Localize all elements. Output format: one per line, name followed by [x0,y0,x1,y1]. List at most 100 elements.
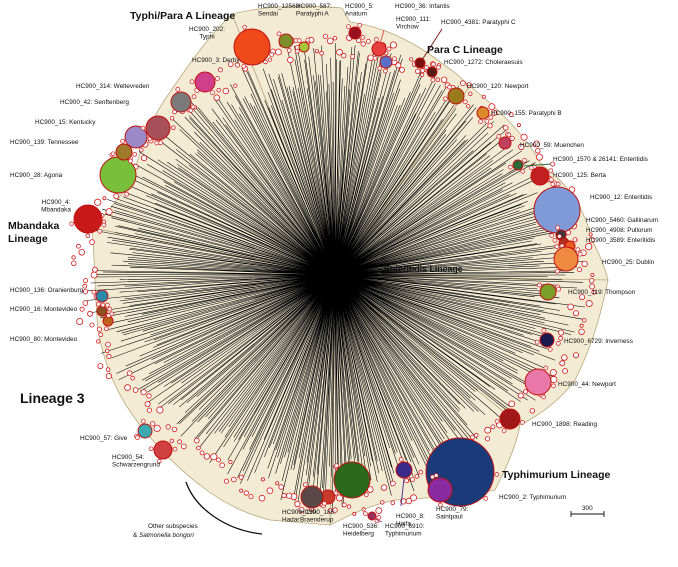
leaf-node [591,289,597,295]
cluster-label-line: Heidelberg [343,531,374,538]
leaf-node [367,54,374,61]
cluster-label-line: HC900_136: Oranienburg [10,287,84,294]
leaf-node [227,61,234,68]
cluster-label-montevideo80: HC900_80: Montevideo [10,336,78,343]
leaf-node [281,492,287,499]
leader-typhimurium6910 [372,517,383,523]
cluster-satellite-node [294,48,300,54]
cluster-label-saintpaul: HC900_79:Saintpaul [436,506,469,521]
cluster-label-berta: HC900_125: Berta [553,172,606,179]
leaf-node [418,469,424,475]
cluster-label-line: Typhi [199,34,214,41]
cluster-satellite-node [138,147,144,153]
cluster-satellite-node [132,151,138,157]
lineage-title-typhimurium: Typhimurium Lineage [502,469,610,481]
cluster-label-newport44: HC900_44: Newport [558,381,616,388]
leaf-node [146,407,152,413]
cluster-label-line: HC900_3: Derby [192,57,240,64]
cluster-satellite-node [188,108,194,113]
leaf-node [408,57,414,62]
cluster-label-pullorum: HC900_4908: Pullorum [586,227,652,234]
cluster-label-line: HC900_36: Infantis [395,3,450,10]
leaf-node [346,504,352,509]
cluster-node-kentucky [124,125,148,149]
cluster-satellite-node [549,177,554,183]
cluster-satellite-node [382,68,388,74]
leaf-node [410,477,415,482]
leaf-node [550,375,558,384]
leaf-node [481,94,486,99]
cluster-label-line: Virchow [396,24,419,31]
cluster-satellite-node [547,347,553,352]
leaf-node [555,340,561,346]
lineage-title-3: Lineage 3 [20,390,85,406]
leaf-node [87,310,93,317]
lineage-titles: Typhi/Para A Lineage Para C Lineage Mban… [8,10,610,481]
cluster-label-oranienburg: HC900_136: Oranienburg [10,287,84,294]
cluster-node-derby [194,71,216,93]
cluster-satellite-node [386,46,392,52]
leaf-node [156,406,164,414]
lineage-title-mbandaka-2: Lineage [8,233,48,245]
leaf-node [561,354,568,361]
leaf-node [573,352,580,359]
cluster-satellite-node [128,158,133,164]
cluster-label-line: HC900_12: Enteritidis [590,194,652,201]
cluster-label-line: HC900_536: [343,523,379,530]
cluster-label-line: HC900_3589: Enteritidis [586,237,655,244]
leaf-node [97,363,104,370]
leaf-node [150,421,156,427]
leaf-node [473,432,479,438]
cluster-satellite-node [322,501,327,506]
leaf-node [414,474,420,479]
leaf-node [106,353,112,359]
cluster-label-line: HC900_42: Senftenberg [60,99,129,106]
leaf-node [228,459,233,465]
leaf-node [92,266,98,273]
cluster-label-line: HC900_5: [345,3,374,10]
leaf-node [410,494,418,502]
cluster-satellite-node [484,118,490,124]
cluster-label-hadar: HC900_159:Hadar [282,509,318,524]
cluster-label-enteritidis12: HC900_12: Enteritidis [590,194,652,201]
leaf-node [589,283,595,290]
cluster-satellite-node [120,138,125,144]
outgroup-arc [185,481,263,535]
leaf-node [484,426,492,434]
leaf-node [216,457,222,463]
cluster-satellite-node [522,158,527,163]
cluster-label-line: HC900_1898: Reading [532,421,597,428]
cluster-label-line: Schwarzengrund [112,462,160,469]
leaf-node [415,68,421,74]
cluster-satellite-node [158,140,163,146]
cluster-label-choleraesuis: HC900_1272: Choleraesuis [444,59,523,66]
cluster-label-enteritidis1570: HC900_1570 & 26141: Enteritidis [553,156,648,163]
leaf-node [585,242,593,251]
cluster-satellite-node [373,37,379,42]
leaf-node [516,123,521,128]
cluster-satellite-node [398,457,404,462]
leaf-node [76,317,84,325]
cluster-satellite-node [190,104,196,110]
cluster-label-line: Paratyphi A [296,11,329,18]
cluster-label-line: HC900_80: Montevideo [10,336,78,343]
leaf-node [503,125,509,131]
cluster-node-infantis [371,41,387,57]
leaf-node [248,494,254,500]
leaf-node [76,243,81,249]
leaf-node [169,116,175,121]
cluster-satellite-node [424,65,429,70]
cluster-satellite-node [140,418,146,424]
cluster-satellite-node [172,446,178,452]
leaf-node [130,375,136,381]
outgroup-label-line1: Other subspecies [148,523,198,530]
leaf-node [549,369,557,377]
cluster-node-tennessee [115,143,133,161]
cluster-label-paratyphiA: HC900_587:Paratyphi A [296,3,332,18]
cluster-labels: HC900_202:TyphiHC900_12563:SendaiHC900_5… [10,3,658,538]
leaf-node [83,278,89,284]
leaf-node [194,437,200,444]
leaf-node [294,500,301,508]
cluster-label-enteritidis3589: HC900_3589: Enteritidis [586,237,655,244]
leaf-node [520,133,528,141]
